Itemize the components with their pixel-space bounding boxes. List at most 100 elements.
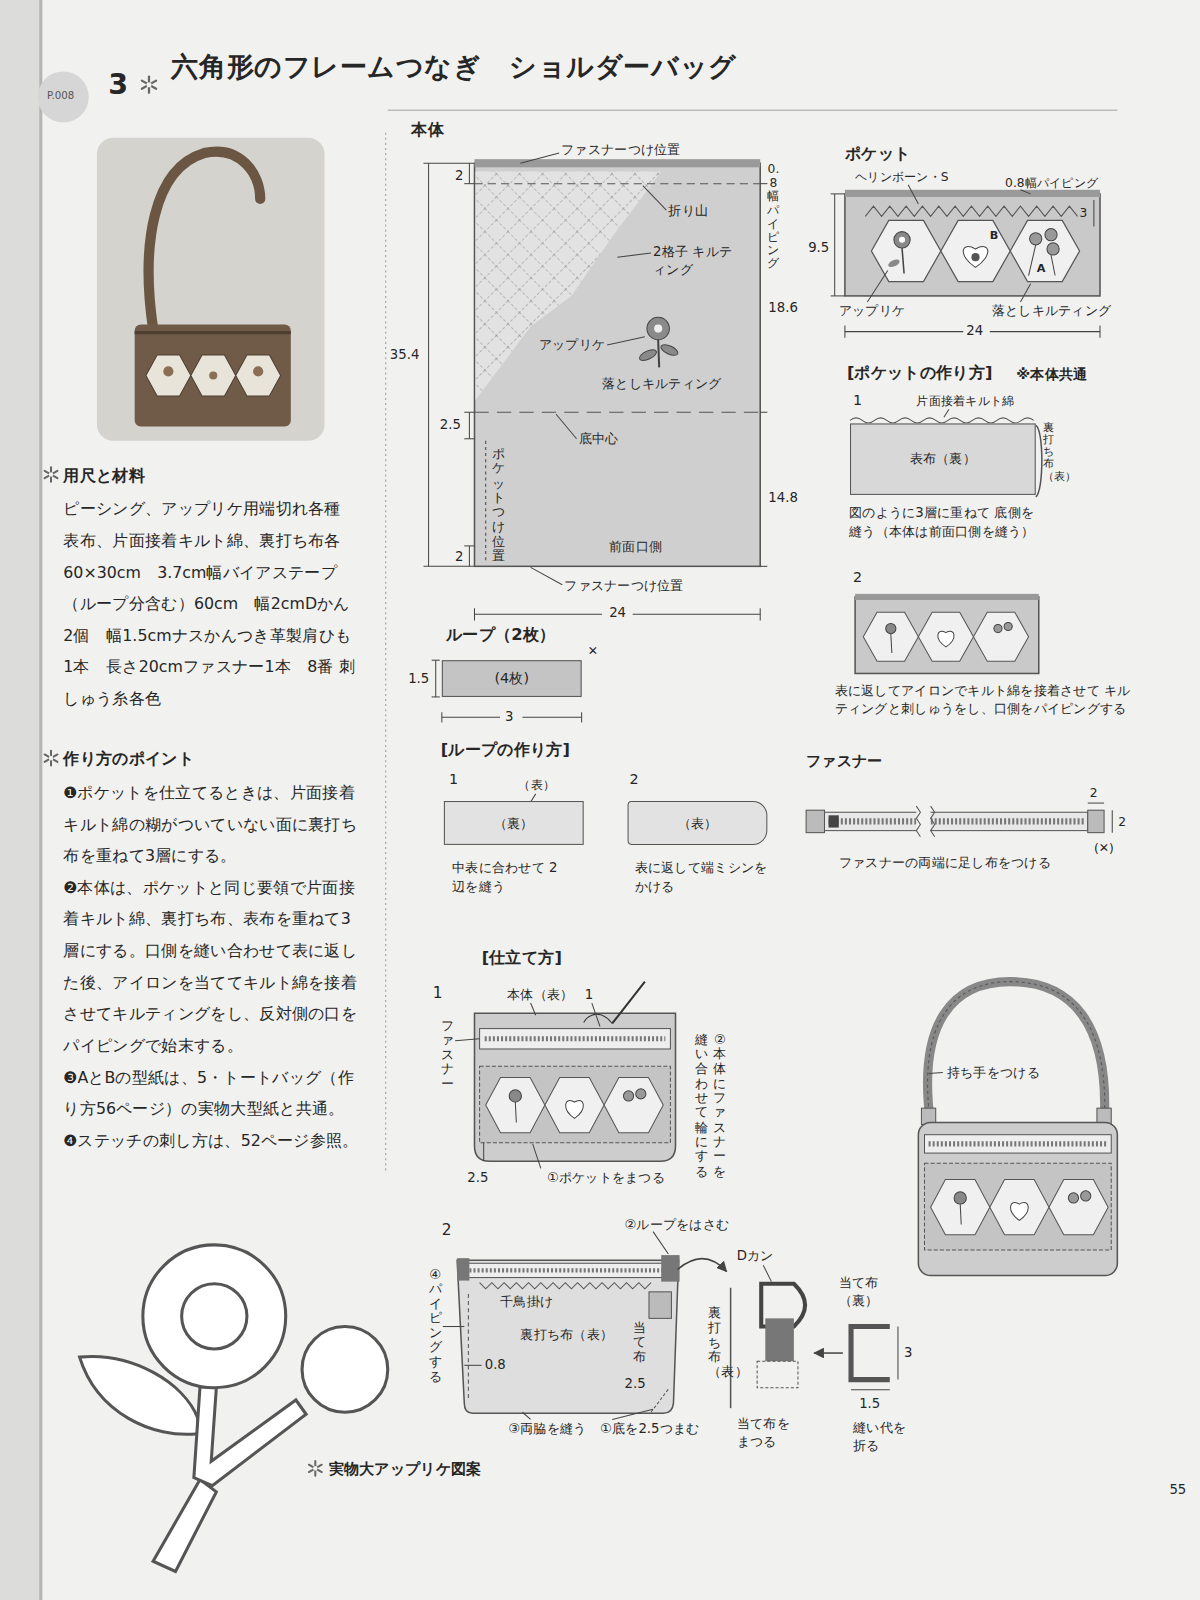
finished-bag <box>954 1192 966 1204</box>
assembly-step-2 <box>522 1412 530 1419</box>
section-heading: [仕立て方] <box>482 948 562 968</box>
page-title: 六角形のフレームつなぎ ショルダーバッグ <box>171 51 736 83</box>
dimension-number: 2.5 <box>467 1169 488 1185</box>
assembly-step-2 <box>649 1292 671 1319</box>
section-heading: 用尺と材料 <box>63 465 145 485</box>
callout-label: アップリケ <box>539 337 605 353</box>
finished-bag <box>918 1122 1117 1275</box>
pocket-pattern <box>1020 284 1030 302</box>
assembly-step-2 <box>468 1294 469 1400</box>
vertical-note: ②本体にファスナーを <box>713 1033 726 1179</box>
finished-bag <box>1011 1203 1029 1221</box>
pocket-steps <box>1036 426 1042 497</box>
pocket-pattern <box>971 253 979 261</box>
pocket-steps <box>973 612 1028 661</box>
section-heading: [ポケットの作り方] <box>847 362 993 382</box>
pocket-pattern <box>844 326 845 338</box>
dimension-number: 2 <box>1118 814 1126 829</box>
assembly-step-2 <box>651 1388 669 1412</box>
callout-label: 縫い代を 折る <box>853 1418 914 1454</box>
instruction-paragraph: ❹ステッチの刺し方は、52ページ参照。 <box>63 1126 359 1158</box>
callout-label: 表に返して端ミシンを かける <box>635 859 778 895</box>
dimension-number: 14.8 <box>768 490 798 506</box>
body-pattern <box>520 153 559 163</box>
finished-bag <box>924 1163 1111 1250</box>
body-pattern <box>476 171 662 400</box>
finished-bag <box>931 1180 990 1235</box>
callout-label: ファスナーの両端に足し布をつける <box>839 855 1051 871</box>
body-pattern <box>423 153 767 620</box>
loop-dimensions <box>435 660 436 697</box>
callout-label: 片面接着キルト綿 <box>916 394 1014 409</box>
callout-label: 持ち手をつける <box>947 1064 1040 1080</box>
body-pattern <box>659 342 679 357</box>
vertical-note: 当て布 <box>633 1320 646 1364</box>
instruction-paragraph: ❷本体は、ポケットと同じ要領で片面接着キルト綿、裏打ち布、表布を重ねて3層にする… <box>63 872 359 1062</box>
section-heading: B <box>990 229 999 242</box>
loop-dimensions <box>432 660 440 661</box>
loop-dimensions <box>432 696 440 697</box>
assembly-step-1 <box>486 1078 545 1133</box>
pocket-steps <box>994 624 1002 632</box>
callout-label: 表に返してアイロンでキルト綿を接着させて キルティングと刺しゅうをし、口側をパイ… <box>835 682 1141 718</box>
body-pattern <box>760 608 761 620</box>
pocket-pattern <box>834 194 835 296</box>
assembly-step-2 <box>757 1361 798 1388</box>
zipper-drawing <box>916 806 934 837</box>
pocket-pattern <box>845 190 1100 197</box>
dimension-number: 35.4 <box>390 347 420 363</box>
section-heading: ※本体共通 <box>1016 365 1087 382</box>
callout-label: P.008 <box>47 90 74 102</box>
body-pattern <box>428 163 429 566</box>
body-pattern <box>464 183 474 184</box>
assembly-step-1 <box>509 1090 521 1102</box>
pocket-steps <box>891 634 892 653</box>
dimension-number: 55 <box>1169 1482 1186 1498</box>
pocket-pattern <box>908 185 918 204</box>
pocket-steps <box>938 631 954 647</box>
loop-dimensions <box>442 717 500 718</box>
dimension-number: 24 <box>966 322 983 338</box>
part-box: 表布（裏） <box>850 423 1036 494</box>
assembly-step-2 <box>661 1255 679 1282</box>
assembly-step-1 <box>480 1066 671 1143</box>
finished-bag <box>931 1180 1109 1235</box>
part-box: （裏） <box>444 801 584 845</box>
pocket-pattern <box>941 220 1010 281</box>
pocket-pattern <box>1093 200 1094 227</box>
pocket-pattern <box>1051 255 1055 275</box>
assembly-step-2 <box>765 1318 794 1361</box>
assembly-step-2 <box>464 1365 481 1366</box>
callout-label: 当て布（裏） <box>839 1273 885 1309</box>
materials-list: ピーシング、アップリケ用端切れ各種 表布、片面接着キルト綿、裏打ち布各 60×3… <box>63 494 359 715</box>
body-pattern <box>760 566 767 567</box>
vertical-note: 裏打ち布（表） <box>708 1306 721 1379</box>
assembly-step-1 <box>455 982 675 1169</box>
pocket-pattern <box>1030 233 1042 245</box>
callout-label: ファスナーつけ位置 <box>564 578 683 594</box>
body-pattern <box>485 441 486 563</box>
callout-label: 本体（表） <box>507 987 573 1003</box>
body-pattern <box>423 153 767 620</box>
instruction-paragraph: ❶ポケットを仕立てるときは、片面接着キルト綿の糊がついていない面に裏打ち布を重ね… <box>63 778 359 873</box>
assembly-step-1 <box>455 1003 600 1168</box>
callout-label: 折り山 <box>668 203 708 219</box>
body-pattern <box>617 253 651 257</box>
zipper-drawing <box>1112 810 1113 832</box>
body-pattern <box>474 183 760 184</box>
section-heading: 本体 <box>411 119 444 139</box>
callout-label: ①ポケットをまつる <box>547 1169 665 1185</box>
body-pattern <box>474 163 760 566</box>
finished-bag <box>1081 1191 1091 1201</box>
assembly-step-2 <box>763 1265 771 1281</box>
title-decoration <box>45 467 58 482</box>
applique-template <box>80 1245 388 1572</box>
vertical-note: ④パイピングする <box>429 1267 442 1384</box>
bag-photo <box>146 355 191 396</box>
bag-photo <box>236 355 281 396</box>
assembly-step-1 <box>636 1089 646 1099</box>
bag-photo <box>209 371 217 379</box>
callout-label: (✕) <box>1094 841 1114 856</box>
pocket-pattern <box>1045 229 1057 241</box>
finished-bag <box>1068 1193 1078 1203</box>
